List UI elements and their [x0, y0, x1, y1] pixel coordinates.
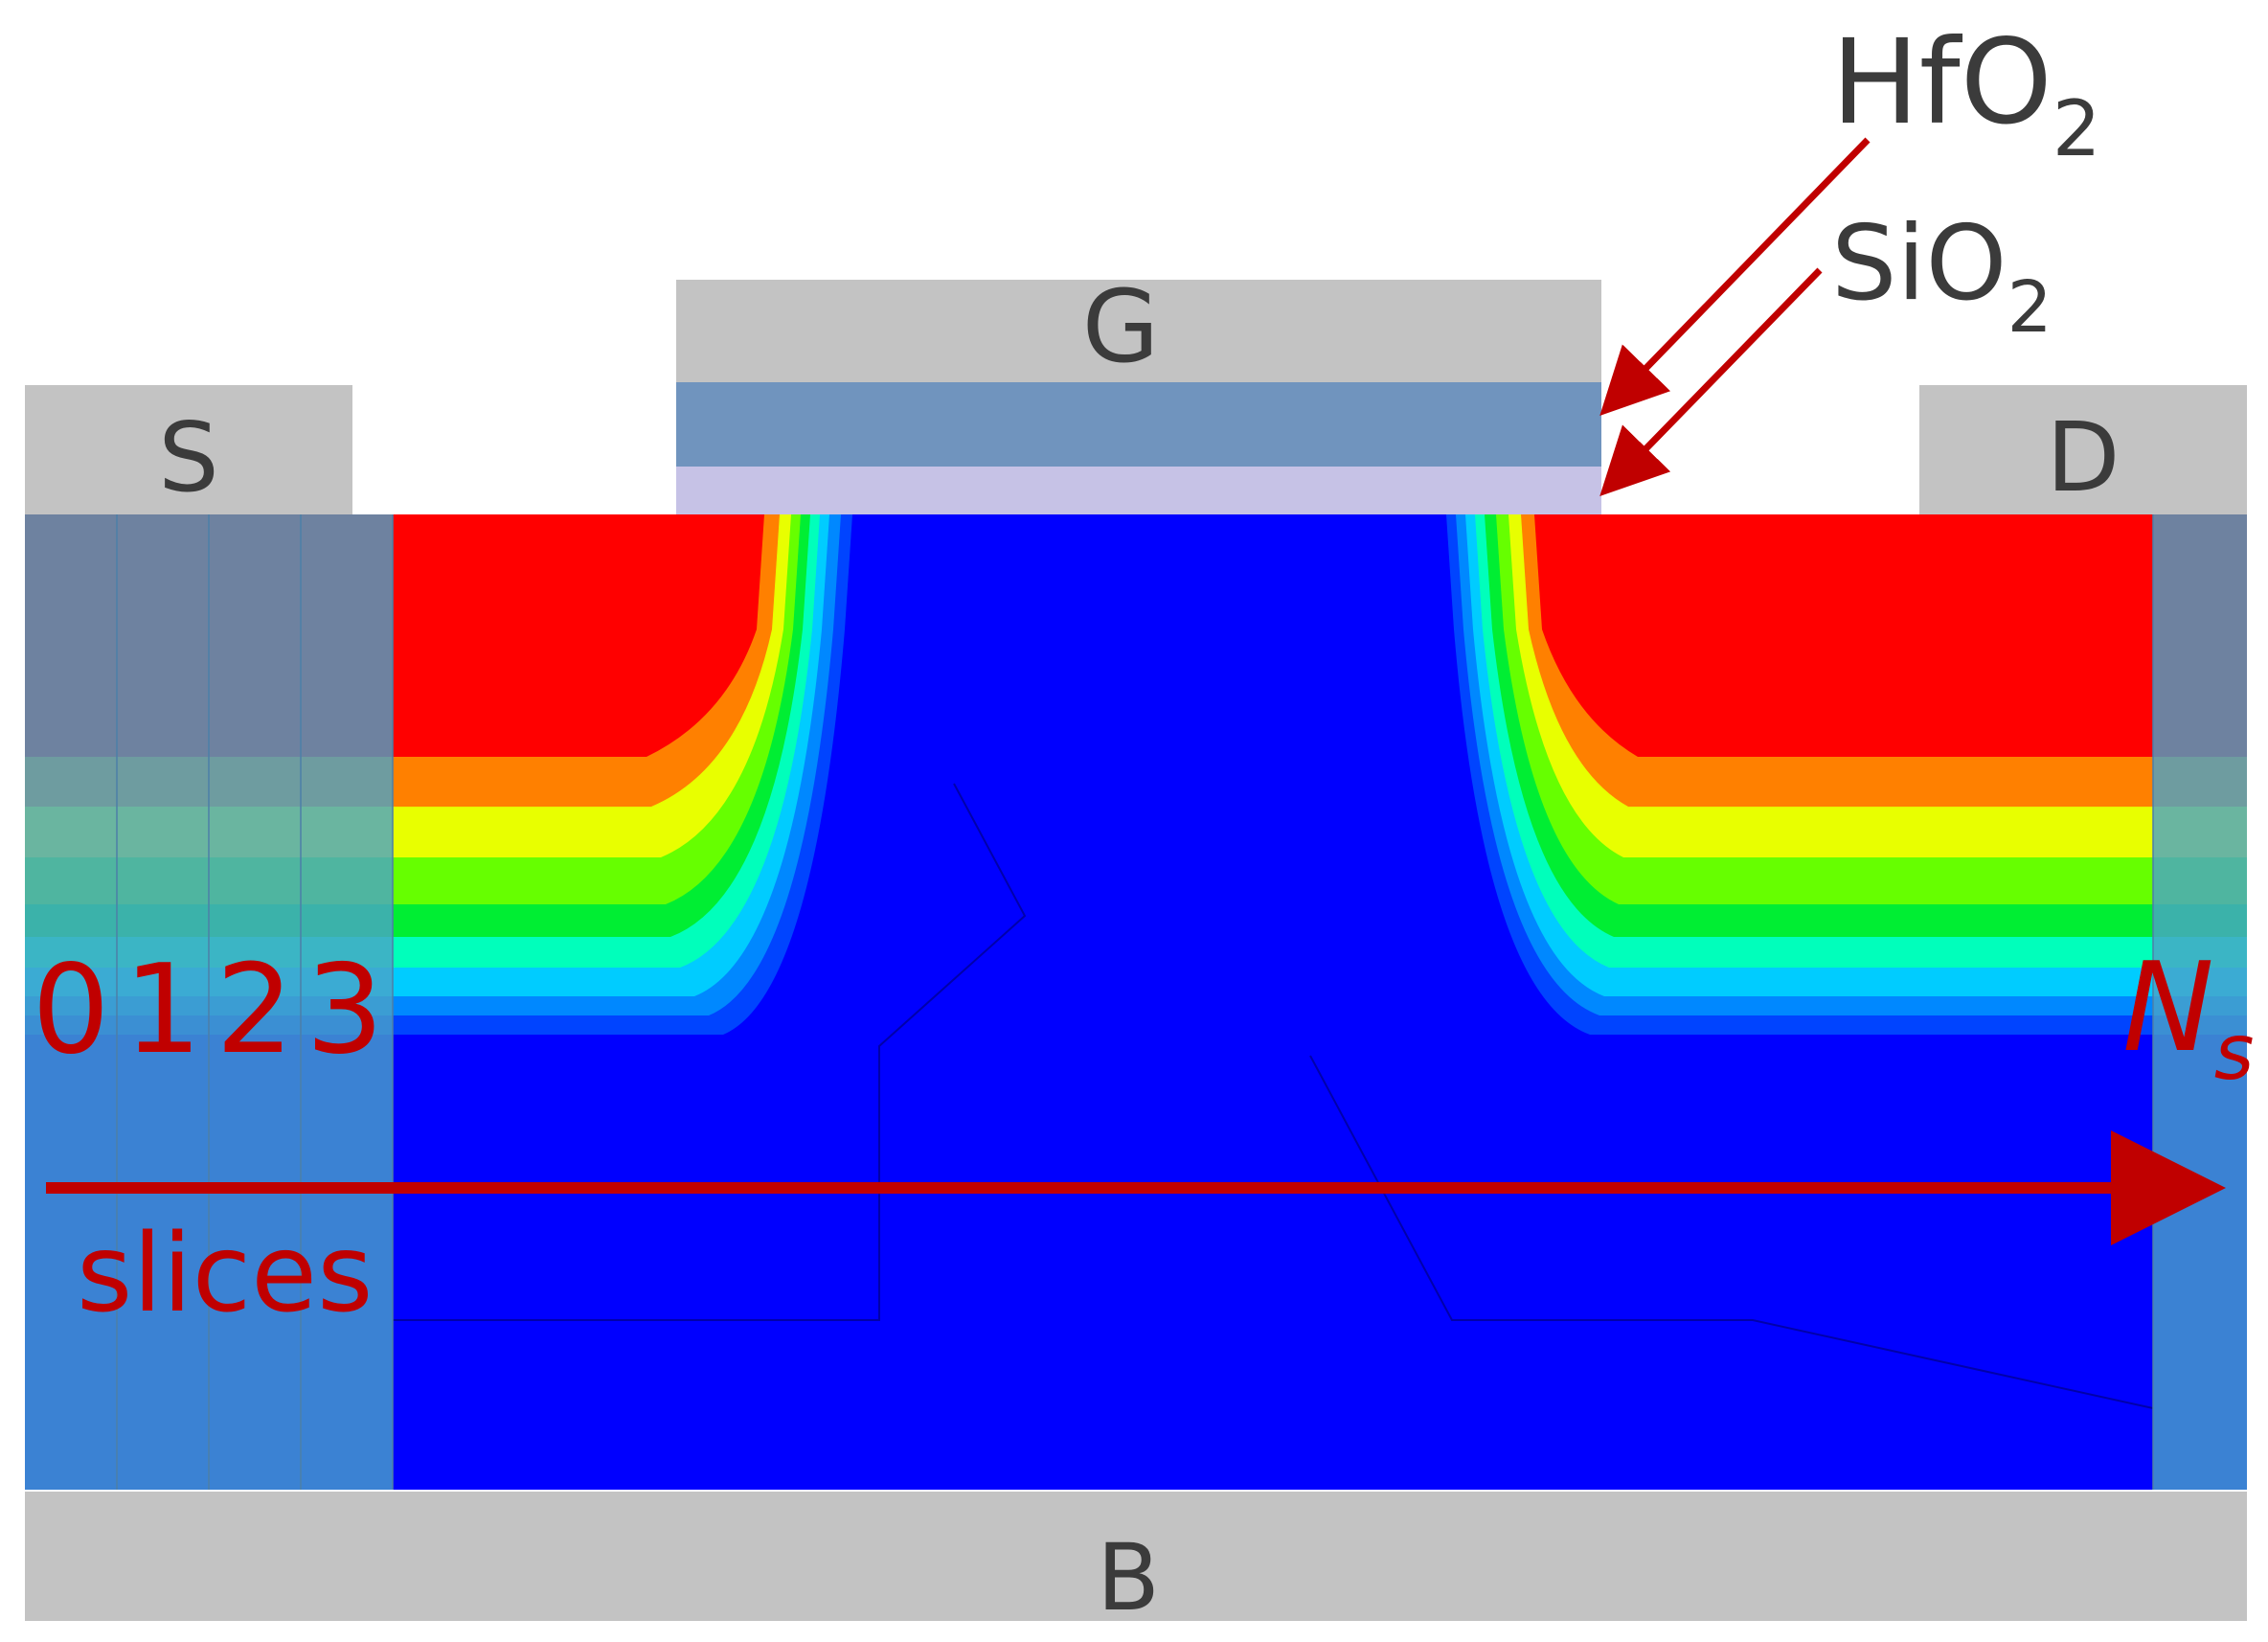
slices-label: slices [77, 1212, 373, 1336]
hfo2-label: HfO2 [1831, 14, 2101, 173]
body-label: B [1097, 1524, 1160, 1631]
sio2-pointer-arrow [1599, 267, 1823, 497]
drain-contact [1919, 385, 2247, 514]
hfo2-pointer-arrow [1599, 137, 1871, 417]
gate-label: G [1082, 268, 1160, 385]
drain-contour-band [1554, 514, 2247, 685]
mesh-line-left [393, 783, 1027, 1321]
hfo2-layer [676, 382, 1601, 467]
channel-region [25, 514, 2247, 1490]
sio2-layer [676, 467, 1601, 514]
gate-contact [676, 280, 1601, 382]
ns-label: Ns [2122, 937, 2254, 1097]
drain-label: D [2046, 401, 2120, 513]
body-contact [25, 1492, 2247, 1621]
slice-index-3: 3 [306, 939, 383, 1082]
slice-boundaries [116, 514, 2154, 1490]
source-label: S [158, 401, 218, 513]
slice-index-0: 0 [32, 939, 109, 1082]
sio2-label: SiO2 [1831, 204, 2053, 349]
drain-doping-contours [1446, 514, 2247, 1035]
slice-overlay-right [2153, 514, 2247, 1490]
source-contact [25, 385, 352, 514]
slice-index-1: 1 [124, 939, 201, 1082]
slice-index-2: 2 [215, 939, 293, 1082]
